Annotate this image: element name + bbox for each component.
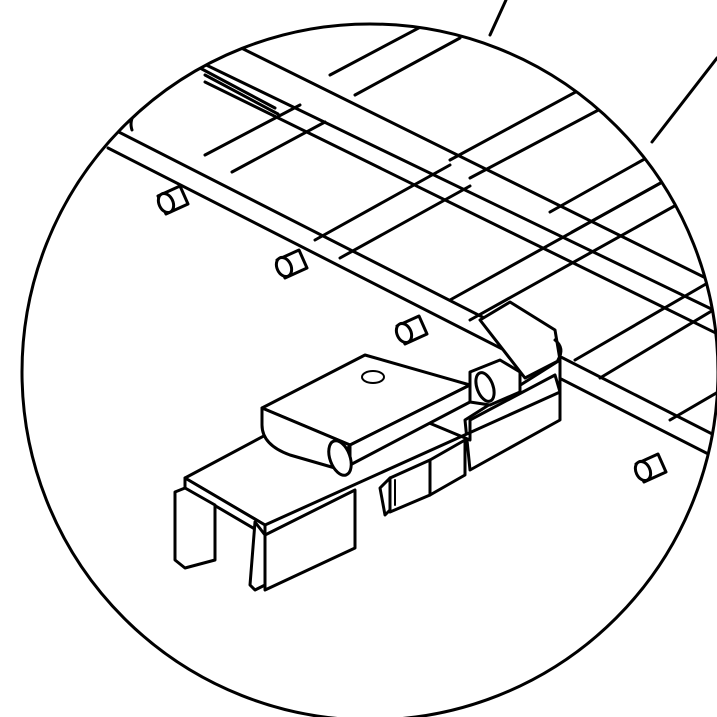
leader-lines	[488, 0, 717, 144]
upper-beam	[198, 33, 717, 342]
mounting-bracket	[173, 300, 563, 592]
peg	[394, 314, 429, 346]
deck-planks	[203, 24, 717, 422]
peg	[156, 184, 190, 216]
detail-circle	[20, 22, 717, 717]
mounting-hole	[361, 370, 385, 384]
peg	[274, 248, 309, 280]
peg	[633, 452, 668, 484]
